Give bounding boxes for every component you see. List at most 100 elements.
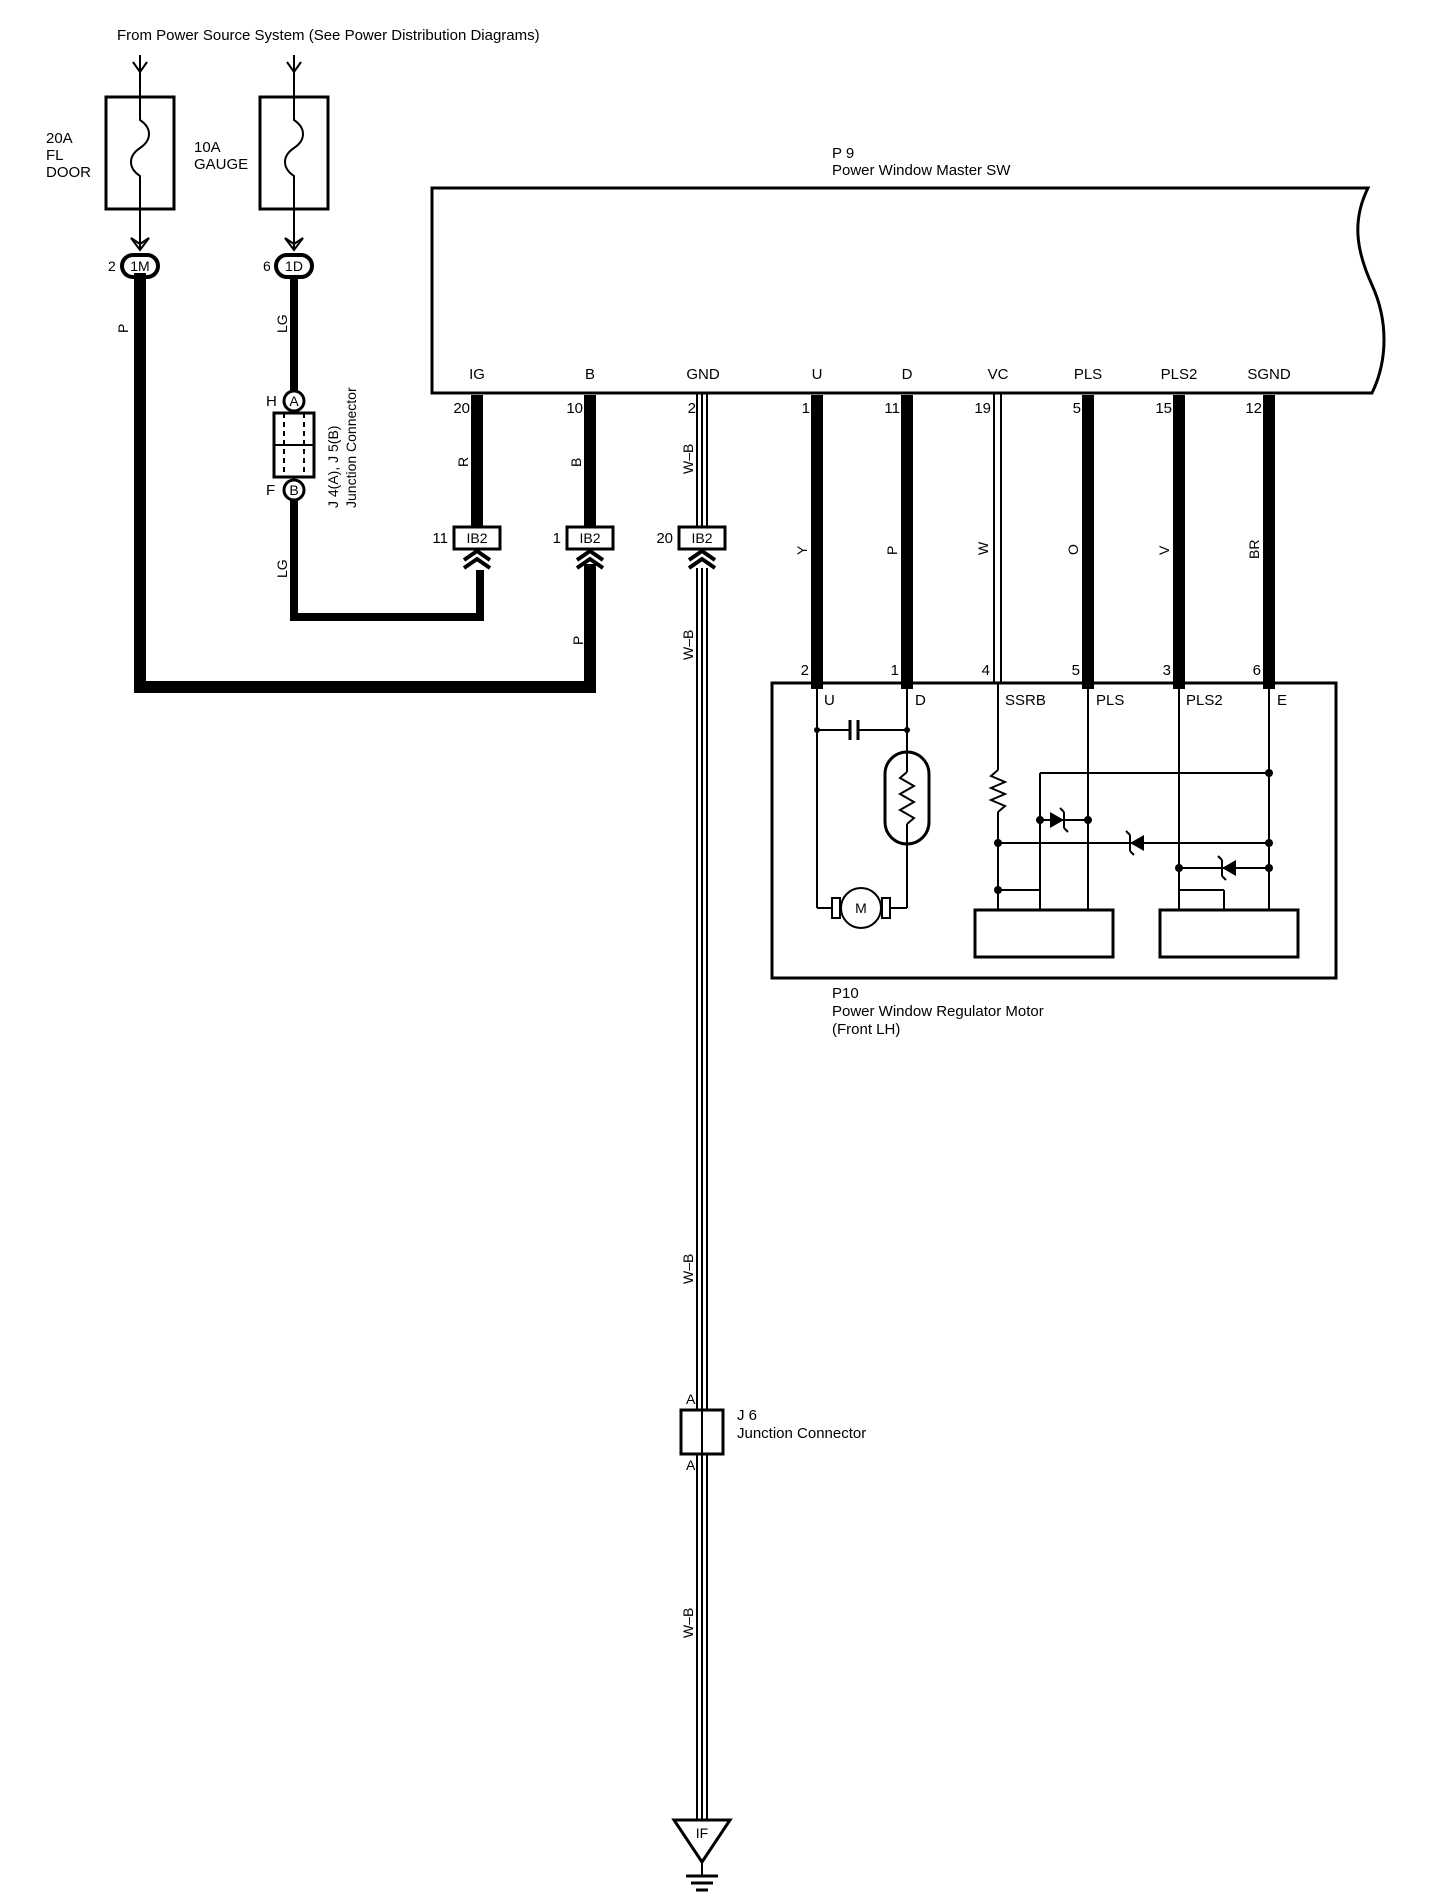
motor-box: P10 Power Window Regulator Motor (Front …	[770, 681, 1338, 1038]
p10-term-pls: PLS	[1096, 692, 1124, 709]
junction-j4-j5-sublabel: Junction Connector	[343, 387, 359, 508]
connector-1m-id: 1M	[130, 258, 149, 274]
source-note: From Power Source System (See Power Dist…	[117, 27, 540, 44]
fuse-gauge-name: GAUGE	[194, 156, 248, 173]
wire-gnd-upper	[696, 393, 708, 530]
junction-j6: A A J 6 Junction Connector	[679, 1391, 866, 1473]
wire-vc	[993, 393, 1002, 683]
wire-fl-door	[134, 273, 596, 693]
master-switch-name: Power Window Master SW	[832, 162, 1011, 179]
p9-term-d: D	[902, 366, 913, 383]
p10-pin-u: 2	[801, 662, 809, 679]
fuse-fl-door-name-2: DOOR	[46, 164, 91, 181]
p10-pin-pls2: 3	[1163, 662, 1171, 679]
wire-sgnd-color: BR	[1246, 540, 1262, 559]
connector-1m-pin: 2	[108, 258, 116, 274]
junction-j6-bottom-pin: A	[686, 1457, 696, 1473]
p9-term-b: B	[585, 366, 595, 383]
wire-gnd-color-1: W–B	[680, 444, 696, 474]
p9-term-pls2: PLS2	[1161, 366, 1198, 383]
zener-diode-icon	[1130, 835, 1144, 851]
wire-gnd-color-3: W–B	[680, 1254, 696, 1284]
wire-pls-color: O	[1065, 544, 1081, 555]
fuse-icon	[130, 97, 150, 209]
p9-pin-gnd: 2	[688, 400, 696, 417]
ib2-b-id: IB2	[579, 530, 600, 546]
p10-pin-e: 6	[1253, 662, 1261, 679]
p9-pin-pls: 5	[1073, 400, 1081, 417]
motor-name: Power Window Regulator Motor	[832, 1003, 1044, 1020]
junction-j4-j5-label: J 4(A), J 5(B)	[325, 426, 341, 508]
p10-term-d: D	[915, 692, 926, 709]
p9-term-sgnd: SGND	[1247, 366, 1291, 383]
wire-gauge-upper-color: LG	[274, 314, 290, 333]
ib2-gnd-id: IB2	[691, 530, 712, 546]
p9-pin-d: 11	[884, 400, 900, 417]
junction-j6-label: J 6	[737, 1407, 757, 1424]
sensor-circuit	[973, 683, 1300, 959]
ground-label: IF	[696, 1825, 708, 1841]
ib2-ig-pin: 11	[432, 530, 448, 547]
ib2-gnd-pin: 20	[656, 530, 673, 547]
master-switch-box: P 9 Power Window Master SW	[430, 145, 1386, 395]
p10-pin-pls: 5	[1072, 662, 1080, 679]
motor-code: P10	[832, 985, 859, 1002]
wire-gnd-color-4: W–B	[680, 1608, 696, 1638]
junction-top-conn: A	[289, 393, 299, 409]
wire-gnd-color-2: W–B	[680, 630, 696, 660]
connector-1d-id: 1D	[285, 258, 303, 274]
motor-position: (Front LH)	[832, 1021, 900, 1038]
wire-gauge-lower-color: LG	[274, 559, 290, 578]
junction-j6-sublabel: Junction Connector	[737, 1425, 866, 1442]
ib2-b-pin: 1	[553, 530, 561, 547]
p10-term-ssrb: SSRB	[1005, 692, 1046, 709]
p9-term-vc: VC	[988, 366, 1009, 383]
wire-d-color: P	[884, 546, 900, 555]
p10-pin-d: 1	[891, 662, 899, 679]
p9-term-gnd: GND	[686, 366, 720, 383]
ib2-ig-id: IB2	[466, 530, 487, 546]
wire-pls2-color: V	[1156, 545, 1172, 555]
ground-symbol: IF	[671, 1818, 733, 1892]
connector-ib2-b: IB2 1	[553, 525, 615, 570]
p10-term-e: E	[1277, 692, 1287, 709]
chevron-up-icon	[462, 548, 492, 570]
p9-term-ig: IG	[469, 366, 485, 383]
zener-diode-icon	[1050, 812, 1064, 828]
master-switch-code: P 9	[832, 145, 854, 162]
junction-j4-j5: A H B F J 4(A), J 5(B) Junction Connecto…	[266, 387, 359, 508]
junction-bottom-conn: B	[289, 482, 298, 498]
connector-ib2-gnd: IB2 20	[656, 525, 727, 570]
p10-pin-ssrb: 4	[982, 662, 990, 679]
junction-j6-top-pin: A	[686, 1391, 696, 1407]
connector-ib2-ig: IB2 11	[432, 525, 502, 570]
fuse-icon	[284, 97, 304, 209]
fuse-gauge-rating: 10A	[194, 139, 221, 156]
p9-pin-pls2: 15	[1155, 400, 1172, 417]
p9-pin-ig: 20	[453, 400, 470, 417]
connector-1m: 1M 2	[108, 253, 160, 279]
p9-pin-b: 10	[566, 400, 583, 417]
p9-term-u: U	[812, 366, 823, 383]
fuse-fl-door-rating: 20A	[46, 130, 73, 147]
wire-b-lower-color: P	[570, 636, 586, 645]
chevron-up-icon	[687, 548, 717, 570]
p9-pin-u: 1	[802, 400, 810, 417]
p10-term-pls2: PLS2	[1186, 692, 1223, 709]
p9-pin-sgnd: 12	[1245, 400, 1262, 417]
wire-u-color: Y	[794, 545, 810, 555]
fuse-gauge: 10A GAUGE	[194, 55, 330, 252]
junction-bottom-pin: F	[266, 482, 275, 499]
chevron-up-icon	[575, 548, 605, 570]
p10-term-u: U	[824, 692, 835, 709]
motor-symbol: M	[855, 900, 867, 916]
p9-term-pls: PLS	[1074, 366, 1102, 383]
fuse-fl-door: 20A FL DOOR	[46, 55, 176, 252]
wire-vc-color: W	[975, 541, 991, 555]
wire-gnd-lower	[696, 568, 708, 1820]
motor-internal-circuit: M	[814, 683, 931, 929]
wire-ig-color: R	[455, 457, 471, 467]
connector-1d: 1D 6	[263, 253, 314, 279]
wire-b-color: B	[568, 458, 584, 467]
